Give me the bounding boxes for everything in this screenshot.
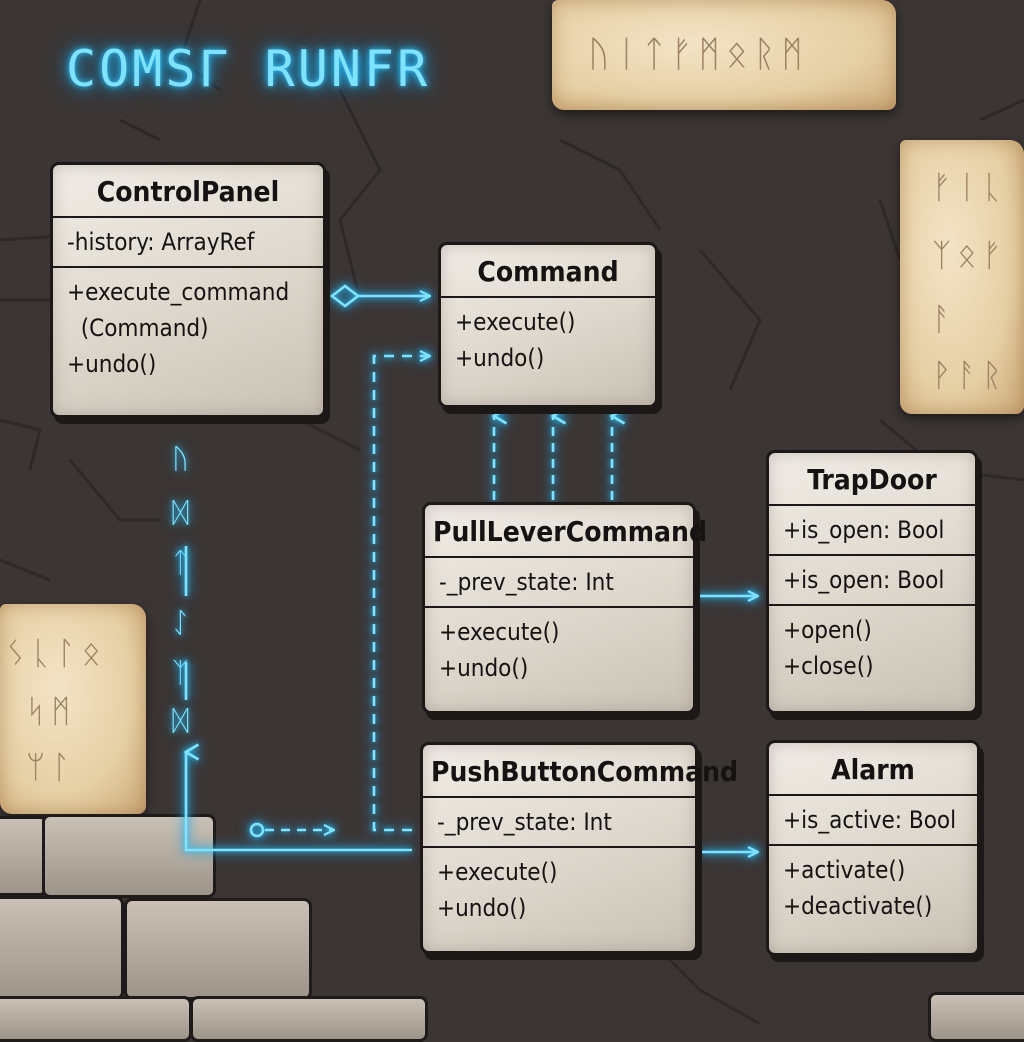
class-methods: +execute_command (Command) +undo() bbox=[53, 268, 323, 388]
top-scroll-runes: ᚢᛁᛏᚠᛗᛟᚱᛗ bbox=[588, 34, 809, 75]
method: +undo() bbox=[437, 894, 527, 922]
dependency-connector bbox=[372, 356, 430, 832]
attribute: -history: ArrayRef bbox=[67, 228, 255, 256]
class-box-pull-lever-command[interactable]: PullLeverCommand -_prev_state: Int +exec… bbox=[422, 502, 707, 714]
class-attributes: -_prev_state: Int bbox=[423, 798, 695, 848]
class-methods: +execute() +undo() bbox=[423, 848, 695, 932]
link-origin-dot bbox=[249, 822, 265, 838]
attribute: +is_open: Bool bbox=[783, 566, 945, 594]
class-methods: +execute() +undo() bbox=[425, 608, 693, 692]
class-name: Command bbox=[441, 245, 655, 298]
method: +undo() bbox=[439, 654, 529, 682]
left-scroll-rune-row-3: ᛘᛚ bbox=[26, 748, 77, 786]
method: +execute() bbox=[437, 858, 558, 886]
class-methods: +execute() +undo() bbox=[441, 298, 655, 382]
left-scroll-rune-row-2: ᛋᛗ bbox=[26, 692, 77, 730]
class-name: ControlPanel bbox=[53, 165, 323, 218]
class-methods: +open() +close() bbox=[769, 606, 975, 690]
attribute: +is_open: Bool bbox=[783, 516, 945, 544]
class-attributes: -_prev_state: Int bbox=[425, 558, 693, 608]
class-name: PullLeverCommand bbox=[425, 505, 707, 558]
glow-rune-1: ᚢ bbox=[172, 442, 189, 475]
class-attributes: +is_open: Bool bbox=[769, 556, 975, 606]
method: +open() bbox=[783, 616, 872, 644]
glow-rune-6: ᛞ bbox=[172, 704, 189, 737]
left-scroll-rune-row-1: ᛊᚳᛚᛟ bbox=[6, 634, 107, 672]
method: +execute() bbox=[455, 308, 576, 336]
right-scroll-rune-row-2: ᛉᛟᚠ bbox=[932, 236, 1008, 274]
stone-block bbox=[0, 896, 124, 1000]
glow-rune-4: ᛇ bbox=[172, 606, 189, 639]
method: (Command) bbox=[67, 314, 209, 342]
right-scroll-rune-row-4: ᚹᚨᚱ bbox=[932, 356, 1008, 394]
left-parchment-scroll: ᛊᚳᛚᛟ ᛋᛗ ᛘᛚ bbox=[0, 604, 146, 814]
right-parchment-scroll: ᚠᛁᚳ ᛉᛟᚠ ᚨ ᚹᚨᚱ bbox=[900, 140, 1024, 414]
diagram-title: COMSΓ RUNFR bbox=[66, 40, 431, 98]
class-box-alarm[interactable]: Alarm +is_active: Bool +activate() +deac… bbox=[766, 740, 980, 956]
method: +activate() bbox=[783, 856, 906, 884]
class-box-control-panel[interactable]: ControlPanel -history: ArrayRef +execute… bbox=[50, 162, 326, 418]
method: +execute_command bbox=[67, 278, 290, 306]
class-name: TrapDoor bbox=[769, 453, 975, 506]
association-connector bbox=[186, 752, 412, 852]
right-scroll-rune-row-1: ᚠᛁᚳ bbox=[932, 168, 1008, 206]
glow-rune-5: ᛉ bbox=[172, 656, 189, 689]
class-name: Alarm bbox=[769, 743, 977, 796]
class-box-push-button-command[interactable]: PushButtonCommand -_prev_state: Int +exe… bbox=[420, 742, 738, 954]
class-box-trap-door[interactable]: TrapDoor +is_open: Bool +is_open: Bool +… bbox=[766, 450, 978, 714]
class-name: PushButtonCommand bbox=[423, 745, 738, 798]
class-box-command[interactable]: Command +execute() +undo() bbox=[438, 242, 658, 408]
class-methods: +activate() +deactivate() bbox=[769, 846, 977, 930]
class-attributes: -history: ArrayRef bbox=[53, 218, 323, 268]
method: +deactivate() bbox=[783, 892, 933, 920]
method: +undo() bbox=[455, 344, 545, 372]
glow-rune-3: ᛏ bbox=[172, 546, 189, 579]
method: +close() bbox=[783, 652, 874, 680]
class-attributes: +is_open: Bool bbox=[769, 506, 975, 556]
class-attributes: +is_active: Bool bbox=[769, 796, 977, 846]
aggregation-diamond bbox=[329, 284, 361, 308]
method: +undo() bbox=[67, 350, 157, 378]
top-parchment-scroll: ᚢᛁᛏᚠᛗᛟᚱᛗ bbox=[552, 0, 896, 110]
right-scroll-rune-row-3: ᚨ bbox=[932, 300, 958, 338]
attribute: -_prev_state: Int bbox=[437, 808, 612, 836]
glow-rune-2: ᛞ bbox=[172, 496, 189, 529]
attribute: +is_active: Bool bbox=[783, 806, 957, 834]
attribute: -_prev_state: Int bbox=[439, 568, 614, 596]
method: +execute() bbox=[439, 618, 560, 646]
